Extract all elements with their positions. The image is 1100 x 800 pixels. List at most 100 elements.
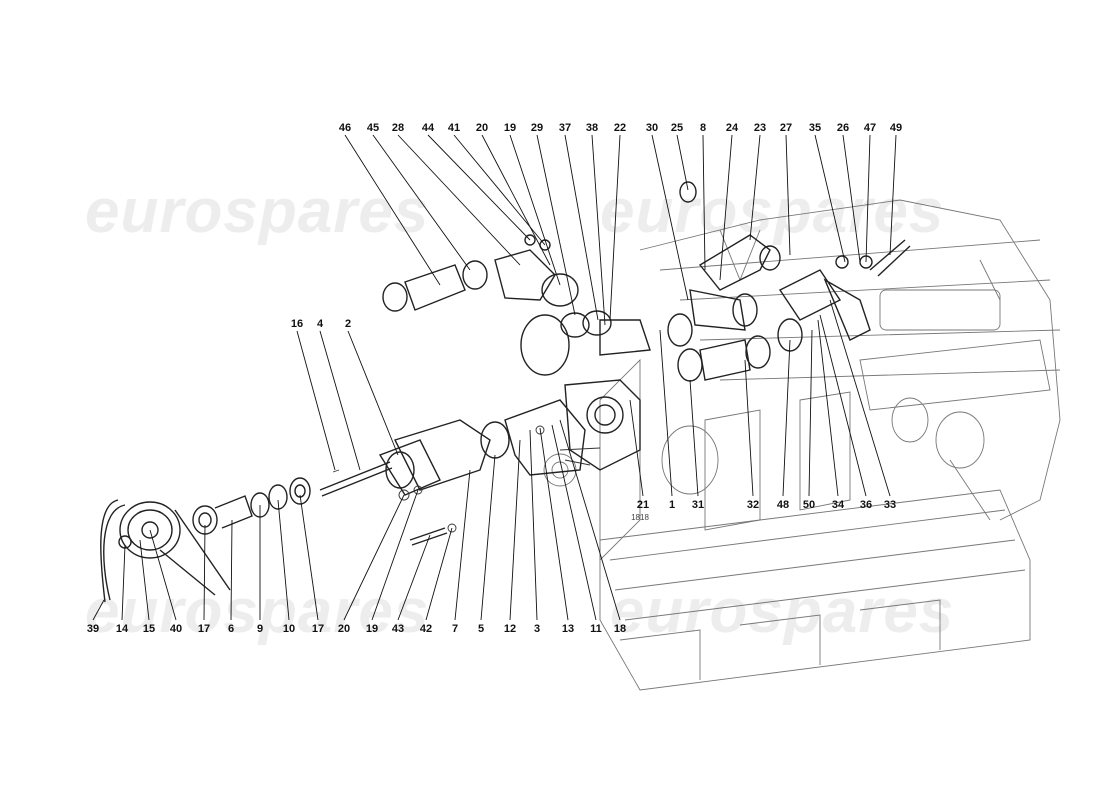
watermark-left-bottom: eurospares — [85, 577, 429, 646]
part-label-36: 36 — [860, 499, 872, 511]
thermostat-housing-and-hoses — [382, 234, 612, 338]
pump-shaft-assembly — [192, 419, 491, 535]
watermark-group: eurospares eurospares eurospares eurospa… — [85, 177, 953, 646]
leader-line-47 — [865, 134, 871, 263]
part-label-44: 44 — [422, 122, 435, 134]
leader-line-38 — [591, 134, 606, 326]
leader-line-43 — [397, 534, 431, 621]
leader-line-12 — [509, 439, 521, 621]
watermark-left-top: eurospares — [85, 177, 429, 246]
part-label-20: 20 — [476, 122, 488, 134]
leader-line-25 — [676, 134, 689, 191]
part-label-12: 12 — [504, 623, 516, 635]
leader-line-35 — [814, 134, 846, 263]
part-label-37: 37 — [559, 122, 571, 134]
leader-line-5 — [480, 454, 496, 621]
part-label-28: 28 — [392, 122, 404, 134]
part-label-21: 21 — [637, 499, 649, 511]
leader-line-42 — [425, 527, 453, 621]
pump-body-and-gasket — [480, 314, 651, 476]
part-label-46: 46 — [339, 122, 351, 134]
leader-line-26 — [842, 134, 861, 263]
leader-line-11 — [551, 424, 597, 621]
part-label-35: 35 — [809, 122, 821, 134]
part-label-18: 18 — [614, 623, 626, 635]
part-label-24: 24 — [726, 122, 739, 134]
leader-line-48 — [782, 339, 791, 497]
leader-line-44 — [427, 134, 531, 241]
leader-line-23 — [749, 134, 761, 241]
part-label-19: 19 — [366, 623, 378, 635]
part-label-49: 49 — [890, 122, 902, 134]
part-label-50: 50 — [803, 499, 815, 511]
part-label-41: 41 — [448, 122, 460, 134]
leader-line-17 — [203, 524, 206, 621]
part-label-7: 7 — [452, 623, 458, 635]
leader-line-17 — [299, 494, 319, 621]
leader-line-34 — [817, 319, 839, 497]
leader-line-32 — [744, 359, 754, 497]
leader-line-21 — [629, 399, 644, 497]
leader-line-45 — [372, 134, 471, 271]
leader-line-2 — [347, 330, 399, 456]
leader-line-15 — [139, 539, 150, 621]
leader-line-14 — [121, 544, 126, 621]
part-label-30: 30 — [646, 122, 658, 134]
leader-line-4 — [319, 330, 361, 471]
leader-line-6 — [230, 519, 233, 621]
leader-line-31 — [689, 379, 699, 497]
part-label-6: 6 — [228, 623, 234, 635]
part-label-39: 39 — [87, 623, 99, 635]
part-label-40: 40 — [170, 623, 182, 635]
part-label-25: 25 — [671, 122, 683, 134]
part-label-27: 27 — [780, 122, 792, 134]
leader-line-1 — [659, 329, 673, 497]
leader-line-40 — [149, 529, 177, 621]
right-hoses-assembly — [667, 181, 911, 382]
part-label-32: 32 — [747, 499, 759, 511]
part-label-47: 47 — [864, 122, 876, 134]
part-label-9: 9 — [257, 623, 263, 635]
leader-line-27 — [785, 134, 791, 256]
leader-line-36 — [819, 314, 867, 497]
engine-block-illustration: 1818 — [543, 199, 1061, 691]
part-label-14: 14 — [116, 623, 129, 635]
leader-line-49 — [889, 134, 897, 256]
leader-line-7 — [454, 469, 471, 621]
leader-line-30 — [651, 134, 689, 301]
leader-line-50 — [808, 329, 813, 497]
part-label-10: 10 — [283, 623, 295, 635]
part-label-22: 22 — [614, 122, 626, 134]
part-label-3: 3 — [534, 623, 540, 635]
part-label-43: 43 — [392, 623, 404, 635]
part-label-29: 29 — [531, 122, 543, 134]
part-label-31: 31 — [692, 499, 704, 511]
part-label-16: 16 — [291, 318, 303, 330]
watermark-right-top: eurospares — [600, 177, 944, 246]
leader-line-29 — [536, 134, 576, 316]
leader-line-39 — [92, 599, 105, 621]
leader-lines — [92, 134, 897, 621]
leader-line-16 — [296, 330, 336, 471]
part-label-26: 26 — [837, 122, 849, 134]
leader-line-3 — [529, 429, 538, 621]
pulley-and-belt — [100, 499, 231, 603]
part-label-17: 17 — [312, 623, 324, 635]
part-label-5: 5 — [478, 623, 484, 635]
leader-line-24 — [719, 134, 733, 281]
part-label-13: 13 — [562, 623, 574, 635]
leader-line-28 — [397, 134, 521, 266]
part-label-17: 17 — [198, 623, 210, 635]
leader-line-46 — [344, 134, 441, 286]
leader-line-37 — [564, 134, 599, 321]
leader-line-19 — [371, 489, 419, 621]
part-label-2: 2 — [345, 318, 351, 330]
part-label-33: 33 — [884, 499, 896, 511]
part-label-42: 42 — [420, 623, 432, 635]
part-label-4: 4 — [317, 318, 324, 330]
leader-line-18 — [559, 419, 621, 621]
part-label-45: 45 — [367, 122, 379, 134]
leader-line-20 — [343, 494, 405, 621]
